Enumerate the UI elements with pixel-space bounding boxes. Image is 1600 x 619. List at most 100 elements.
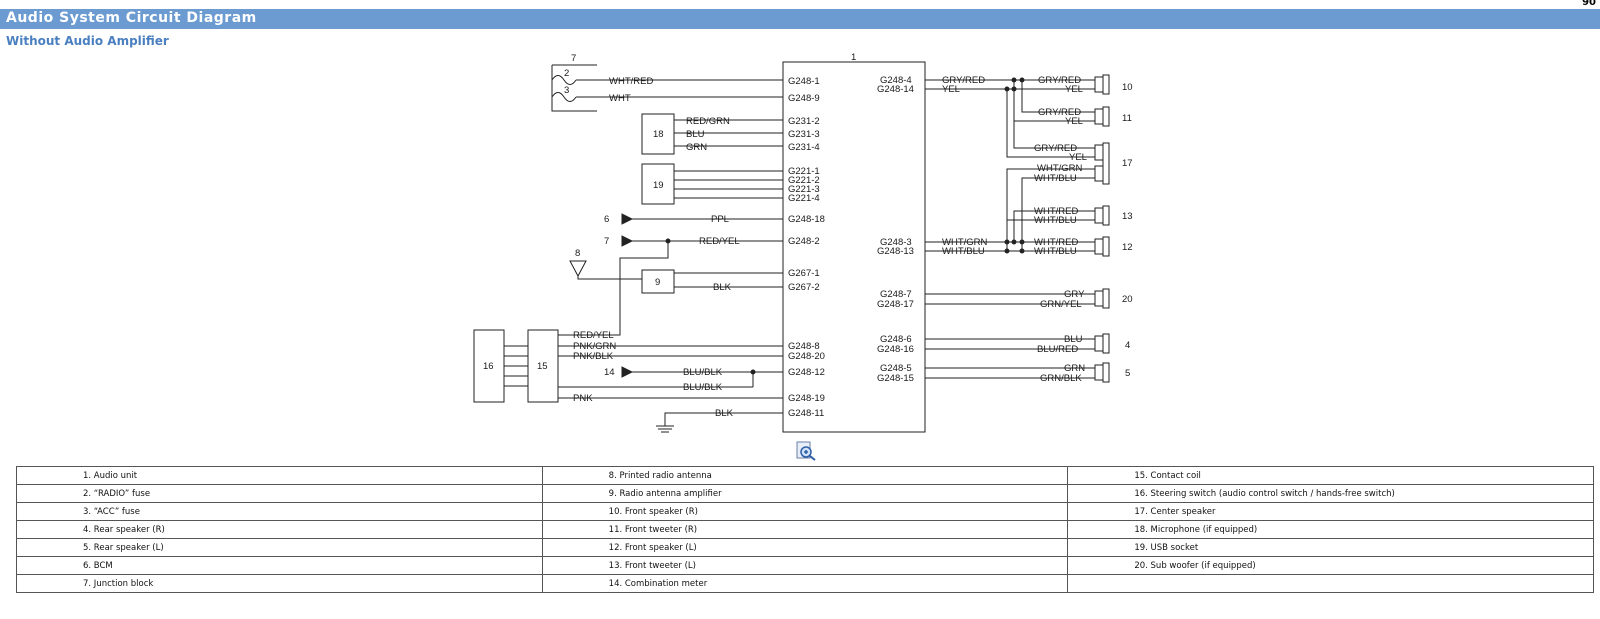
legend-cell <box>1067 574 1594 593</box>
component-20-label: 20 <box>1122 294 1133 305</box>
component-14-label: 14 <box>604 367 615 378</box>
speaker-10 <box>1094 74 1110 95</box>
wire-label: GRY/RED <box>1038 107 1081 118</box>
legend-cell: 11. Front tweeter (R) <box>541 520 1069 539</box>
pin-label: G267-1 <box>788 268 820 279</box>
component-17-label: 17 <box>1122 158 1133 169</box>
wire-label: BLU <box>686 129 705 140</box>
wire-label: WHT/BLU <box>942 246 985 257</box>
wire-label: BLU/RED <box>1037 344 1078 355</box>
pin-label: G248-7 <box>880 289 912 300</box>
pin-label: G267-2 <box>788 282 820 293</box>
legend-cell: 2. “RADIO” fuse <box>16 484 543 503</box>
page-subtitle: Without Audio Amplifier <box>6 34 169 48</box>
legend-cell: 4. Rear speaker (R) <box>16 520 543 539</box>
pin-label: G248-20 <box>788 351 825 362</box>
speaker-11 <box>1094 106 1110 127</box>
pin-label: G248-2 <box>788 236 820 247</box>
circuit-diagram: 1 7 2 3 18 19 6 7 8 9 16 15 <box>473 52 1133 433</box>
pin-label: G248-15 <box>877 373 914 384</box>
component-7-label: 7 <box>571 53 576 64</box>
wire-label: YEL <box>1069 152 1087 163</box>
wire-label: GRN <box>1064 363 1085 374</box>
wire-label: BLK <box>713 282 732 293</box>
title-bar: Audio System Circuit Diagram <box>0 9 1600 29</box>
wire-label: RED/YEL <box>699 236 740 247</box>
wire-label: YEL <box>942 84 960 95</box>
pin-label: G231-3 <box>788 129 820 140</box>
component-11-label: 11 <box>1122 113 1132 124</box>
pin-label: G248-12 <box>788 367 825 378</box>
zoom-document-icon[interactable] <box>795 441 817 461</box>
pin-label: G248-6 <box>880 334 912 345</box>
pin-label: G248-9 <box>788 93 820 104</box>
legend-cell: 20. Sub woofer (if equipped) <box>1067 556 1594 575</box>
pin-label: G231-2 <box>788 116 820 127</box>
speaker-17 <box>1094 142 1110 185</box>
component-18-label: 18 <box>653 129 664 140</box>
legend-cell: 15. Contact coil <box>1067 466 1594 485</box>
component-10-label: 10 <box>1122 82 1133 93</box>
wire-label: PNK <box>573 393 593 404</box>
wire-label: WHT/RED <box>609 76 653 87</box>
pin-label: G248-11 <box>788 408 824 419</box>
legend-cell: 6. BCM <box>16 556 543 575</box>
wire-label: WHT <box>609 93 631 104</box>
pin-label: G221-4 <box>788 193 820 204</box>
wire-label: GRY/RED <box>1038 75 1081 86</box>
wire-label: GRN/YEL <box>1040 299 1082 310</box>
wire-label: WHT/GRN <box>942 237 988 248</box>
legend-cell: 13. Front tweeter (L) <box>541 556 1069 575</box>
legend-cell: 3. “ACC” fuse <box>16 502 543 521</box>
legend-cell: 12. Front speaker (L) <box>541 538 1069 557</box>
pin-label: G248-18 <box>788 214 825 225</box>
pin-label: G248-4 <box>880 75 912 86</box>
junction-block-symbol <box>551 64 783 112</box>
legend-cell: 10. Front speaker (R) <box>541 502 1069 521</box>
speaker-13 <box>1094 205 1110 226</box>
component-9-label: 9 <box>655 277 660 288</box>
component-7b-label: 7 <box>604 236 609 247</box>
wire-label: RED/YEL <box>573 330 614 341</box>
wire-label: WHT/BLU <box>1034 246 1077 257</box>
wire-label: GRY/RED <box>942 75 985 86</box>
component-3-label: 3 <box>564 85 569 96</box>
legend-row: 5. Rear speaker (L)12. Front speaker (L)… <box>16 538 1594 557</box>
legend-cell: 9. Radio antenna amplifier <box>541 484 1069 503</box>
page-number: 90 <box>1582 0 1596 8</box>
pin-label: G221-1 <box>788 166 820 177</box>
component-5-label: 5 <box>1125 368 1130 379</box>
microphone-box <box>641 113 675 155</box>
component-8-label: 8 <box>575 248 580 259</box>
wire-label: RED/GRN <box>686 116 730 127</box>
legend-cell: 5. Rear speaker (L) <box>16 538 543 557</box>
pin-label: G221-2 <box>788 175 820 186</box>
component-4-label: 4 <box>1125 340 1130 351</box>
speaker-20 <box>1094 288 1110 309</box>
component-12-label: 12 <box>1122 242 1133 253</box>
speaker-4 <box>1094 333 1110 354</box>
wire-label: WHT/RED <box>1034 206 1078 217</box>
usb-socket-box <box>641 163 675 205</box>
pin-label: G248-19 <box>788 393 825 404</box>
wire-label: BLU <box>1064 334 1083 345</box>
wire-label: GRY/RED <box>1034 143 1077 154</box>
wire-label: GRY <box>1064 289 1085 300</box>
pin-label: G248-1 <box>788 76 820 87</box>
wire-label: PPL <box>711 214 729 225</box>
wire-label: WHT/BLU <box>1034 173 1077 184</box>
legend-cell: 16. Steering switch (audio control switc… <box>1067 484 1594 503</box>
wire-label: BLU/BLK <box>683 367 723 378</box>
wire-label: PNK/GRN <box>573 341 616 352</box>
wire-label: GRN/BLK <box>1040 373 1082 384</box>
pin-label: G248-8 <box>788 341 820 352</box>
wire-label: WHT/GRN <box>1037 163 1083 174</box>
pin-label: G248-13 <box>877 246 914 257</box>
wire-label: PNK/BLK <box>573 351 614 362</box>
pin-label: G248-16 <box>877 344 914 355</box>
legend-cell: 7. Junction block <box>16 574 543 593</box>
